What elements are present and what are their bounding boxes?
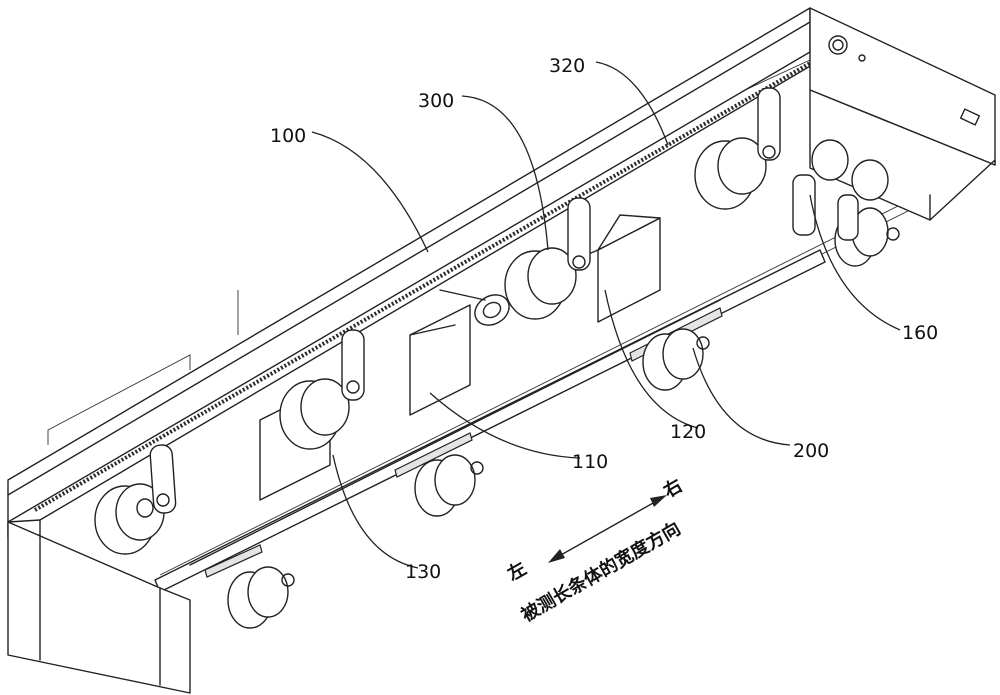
block-120 bbox=[569, 214, 661, 323]
upper-roller-4 bbox=[694, 87, 781, 210]
arrow-left-icon bbox=[548, 549, 565, 563]
label-320: 320 bbox=[549, 55, 585, 77]
upper-roller-2 bbox=[279, 329, 365, 450]
label-110: 110 bbox=[572, 451, 608, 473]
label-100: 100 bbox=[270, 125, 306, 147]
upper-roller-3 bbox=[504, 197, 591, 320]
upper-roller-1 bbox=[94, 444, 177, 555]
left-side-plate bbox=[7, 521, 191, 694]
lower-roller-3 bbox=[642, 328, 710, 391]
right-end-housing bbox=[809, 7, 996, 221]
tensioner-pulley bbox=[439, 289, 510, 326]
label-200: 200 bbox=[793, 440, 829, 462]
lower-roller-1 bbox=[227, 566, 295, 629]
direction-left-label: 左 bbox=[504, 557, 531, 585]
direction-caption: 被测长条体的宽度方向 bbox=[518, 517, 685, 626]
lower-roller-2 bbox=[414, 454, 484, 517]
chain-320 bbox=[34, 60, 813, 512]
leader-lines bbox=[311, 61, 901, 569]
label-300: 300 bbox=[418, 90, 454, 112]
label-160: 160 bbox=[902, 322, 938, 344]
label-130: 130 bbox=[405, 561, 441, 583]
block-110 bbox=[409, 304, 471, 416]
arrow-right-icon bbox=[650, 495, 667, 507]
label-120: 120 bbox=[670, 421, 706, 443]
direction-indicator: 左 右 被测长条体的宽度方向 bbox=[504, 474, 687, 626]
right-roller-assembly bbox=[792, 139, 900, 267]
